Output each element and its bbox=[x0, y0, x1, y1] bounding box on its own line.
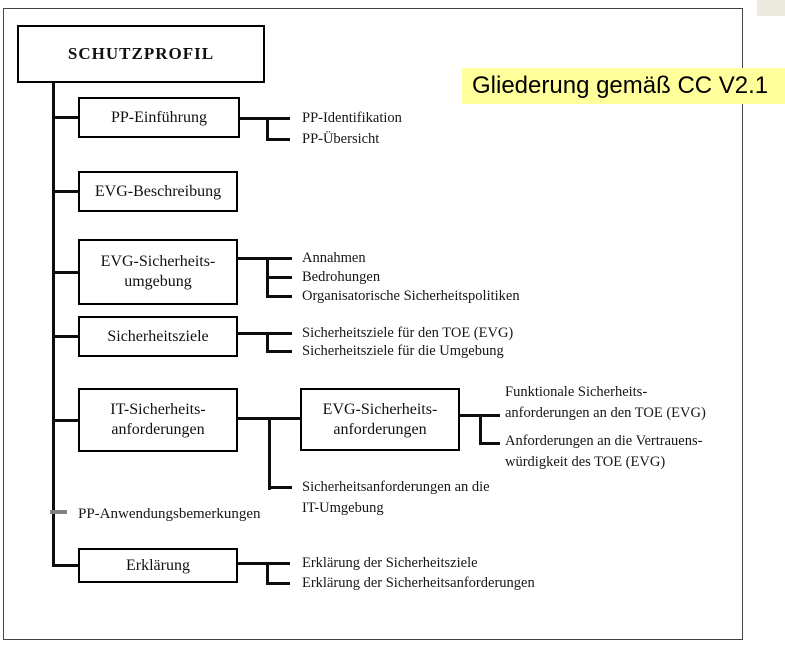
leaf-annahmen: Annahmen bbox=[302, 250, 366, 266]
connector-line bbox=[238, 256, 292, 260]
leaf-org-politiken: Organisatorische Sicherheitspolitiken bbox=[302, 288, 520, 304]
leaf-pp-anwendungsbemerkungen: PP-Anwendungsbemerkungen bbox=[78, 506, 261, 522]
connector-line bbox=[266, 349, 292, 353]
connector-line bbox=[240, 116, 290, 120]
leaf-erklaerung-anforderungen: Erklärung der Sicherheitsanforderungen bbox=[302, 575, 535, 591]
branch-it-anforderungen bbox=[51, 418, 78, 422]
branch-erklaerung bbox=[51, 564, 78, 567]
leaf-vertrauenswuerdigkeit: Anforderungen an die Vertrauens- würdigk… bbox=[505, 433, 703, 470]
annotation-badge: Gliederung gemäß CC V2.1 bbox=[462, 68, 785, 104]
node-evg-beschreibung: EVG-Beschreibung bbox=[78, 171, 238, 212]
trunk-line bbox=[51, 83, 55, 567]
branch-pp-anwendung bbox=[50, 510, 67, 514]
leaf-erklaerung-ziele: Erklärung der Sicherheitsziele bbox=[302, 555, 478, 571]
leaf-pp-identifikation: PP-Identifikation bbox=[302, 110, 402, 126]
connector-line bbox=[238, 331, 292, 335]
node-sicherheitsziele: Sicherheitsziele bbox=[78, 316, 238, 357]
node-erklaerung: Erklärung bbox=[78, 548, 238, 583]
branch-evg-beschreibung bbox=[51, 190, 78, 193]
leaf-ziele-toe: Sicherheitsziele für den TOE (EVG) bbox=[302, 325, 514, 341]
branch-evg-umgebung bbox=[51, 270, 78, 274]
connector-line bbox=[266, 116, 269, 140]
node-schutzprofil: SCHUTZPROFIL bbox=[17, 25, 265, 83]
connector-line bbox=[479, 441, 500, 445]
connector-line bbox=[267, 485, 292, 489]
connector-line bbox=[266, 275, 292, 279]
leaf-pp-uebersicht: PP-Übersicht bbox=[302, 131, 380, 147]
node-evg-sicherheitsanforderungen: EVG-Sicherheits- anforderungen bbox=[300, 388, 460, 451]
leaf-it-umgebung: Sicherheitsanforderungen an die IT-Umgeb… bbox=[302, 479, 490, 516]
connector-line bbox=[266, 562, 269, 585]
annotation-badge-label: Gliederung gemäß CC V2.1 bbox=[472, 72, 769, 99]
corner-decoration bbox=[757, 0, 785, 16]
node-pp-einfuehrung: PP-Einführung bbox=[78, 97, 240, 138]
connector-line bbox=[238, 562, 290, 565]
node-it-sicherheitsanforderungen: IT-Sicherheits- anforderungen bbox=[78, 388, 238, 452]
connector-line bbox=[266, 294, 292, 298]
connector-line bbox=[479, 414, 482, 445]
connector-line bbox=[266, 137, 290, 141]
branch-sicherheitsziele bbox=[51, 335, 78, 338]
leaf-ziele-umgebung: Sicherheitsziele für die Umgebung bbox=[302, 343, 504, 359]
branch-pp-einfuehrung bbox=[51, 116, 78, 119]
connector-line bbox=[266, 331, 269, 353]
leaf-funktionale-anforderungen: Funktionale Sicherheits- anforderungen a… bbox=[505, 384, 706, 421]
connector-line bbox=[266, 581, 290, 585]
leaf-bedrohungen: Bedrohungen bbox=[302, 269, 381, 285]
node-evg-sicherheitsumgebung: EVG-Sicherheits- umgebung bbox=[78, 239, 238, 305]
connector-line bbox=[267, 417, 271, 490]
